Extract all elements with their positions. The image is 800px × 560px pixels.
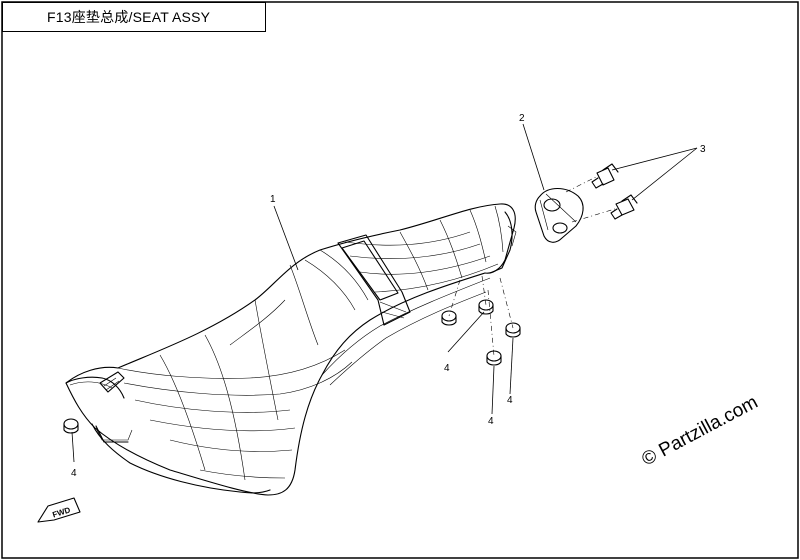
leader-4a [447, 311, 485, 353]
bolt-lower [610, 194, 638, 220]
grommet-4 [486, 350, 502, 366]
callout-1: 1 [270, 194, 276, 205]
axis-line-grommet-2 [481, 275, 487, 306]
axis-line-grommet-3 [499, 277, 514, 329]
grommet-5 [63, 418, 79, 434]
seat-bracket [534, 187, 584, 243]
seat-assembly [65, 203, 517, 496]
leader-4b [509, 337, 514, 395]
grommet-2 [478, 299, 494, 315]
grommet-3 [505, 322, 521, 338]
callout-2: 2 [519, 113, 525, 124]
axis-line-lower [571, 207, 619, 223]
leader-1 [273, 205, 299, 271]
grommet-1 [441, 310, 457, 326]
leader-4c [491, 365, 495, 415]
callout-4a: 4 [444, 363, 450, 374]
callout-4c: 4 [488, 416, 494, 427]
leader-2 [522, 123, 545, 191]
watermark: © Partzilla.com [638, 392, 761, 471]
callout-3: 3 [700, 144, 706, 155]
fwd-arrow-icon: FWD [37, 497, 81, 523]
callout-4d: 4 [71, 468, 77, 479]
bolt-upper [591, 163, 619, 189]
leader-3b [631, 147, 698, 201]
leader-3a [611, 147, 698, 171]
callout-4b: 4 [507, 395, 513, 406]
leader-4d [71, 431, 75, 463]
